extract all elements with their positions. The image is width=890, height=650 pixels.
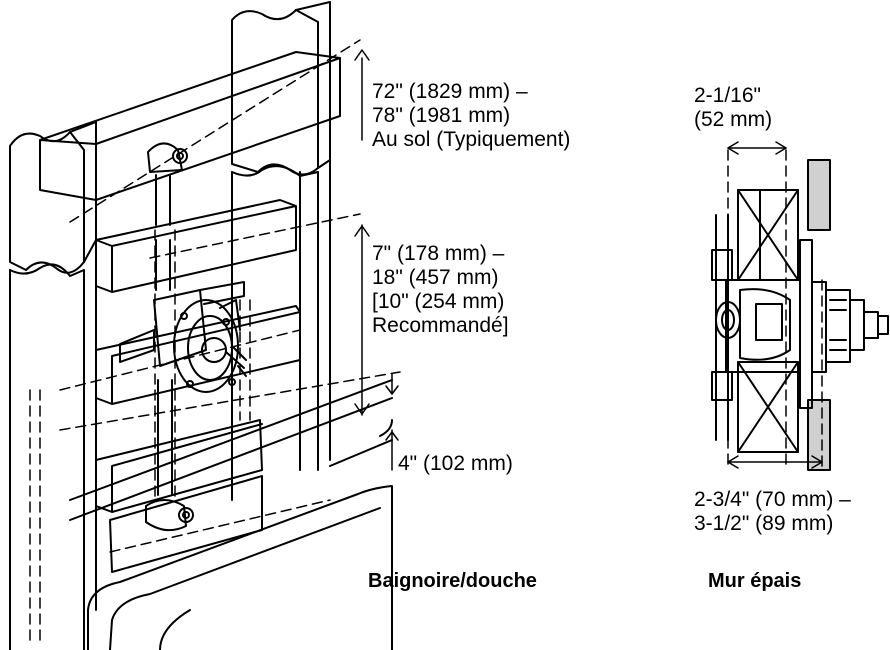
- reference-lines: [29, 39, 401, 641]
- thick-wall-top-line1: 2-1/16": [694, 84, 761, 107]
- thick-wall-bottom-label: 2-3/4" (70 mm) – 3-1/2" (89 mm): [694, 488, 851, 536]
- valve-blocking: [95, 305, 301, 405]
- top-blocking: [39, 51, 341, 201]
- height-label-line1: 72" (1829 mm) –: [372, 80, 528, 103]
- stud-top: [737, 189, 799, 281]
- valve-height-line3: [10" (254 mm): [372, 290, 505, 313]
- height-label-line3: Au sol (Typiquement): [372, 128, 571, 151]
- dimension-lines: [354, 49, 399, 471]
- thick-wall-top-label: 2-1/16" (52 mm): [694, 84, 772, 132]
- valve-height-label: 7" (178 mm) – 18" (457 mm) [10" (254 mm)…: [372, 242, 509, 338]
- wall-panel-top: [807, 159, 831, 231]
- tub-shower-illustration: [9, 1, 401, 650]
- right-stud: [231, 1, 331, 501]
- thick-wall-bottom-line1: 2-3/4" (70 mm) –: [694, 488, 851, 511]
- shower-riser-pipe: [147, 142, 188, 291]
- bottom-blocking: [109, 475, 263, 573]
- thick-wall-caption: Mur épais: [708, 570, 802, 592]
- mixing-valve: [119, 281, 247, 393]
- left-stud: [9, 121, 97, 650]
- height-label-line2: 78" (1981 mm): [372, 104, 511, 127]
- thick-wall-bottom-line2: 3-1/2" (89 mm): [694, 512, 834, 535]
- thick-wall-top-line2: (52 mm): [694, 108, 773, 131]
- tub-shower-caption: Baignoire/douche: [368, 570, 537, 592]
- valve-height-line1: 7" (178 mm) –: [372, 242, 505, 265]
- valve-section: [715, 239, 889, 409]
- valve-height-line4: Recommandé]: [372, 314, 509, 337]
- thick-wall-guides: [727, 149, 823, 471]
- tub-spout-pipe: [145, 379, 194, 532]
- supply-pipe: [711, 214, 733, 441]
- wall-panel-bottom: [807, 399, 831, 471]
- thick-wall-dimensions: [727, 141, 823, 469]
- height-label: 72" (1829 mm) – 78" (1981 mm) Au sol (Ty…: [372, 80, 570, 152]
- lower-blocking: [95, 419, 263, 513]
- stud-bottom: [737, 361, 799, 453]
- thick-wall-illustration: [711, 141, 889, 471]
- tub-rim-label: 4" (102 mm): [398, 452, 513, 475]
- mid-blocking: [95, 199, 297, 293]
- valve-height-line2: 18" (457 mm): [372, 266, 499, 289]
